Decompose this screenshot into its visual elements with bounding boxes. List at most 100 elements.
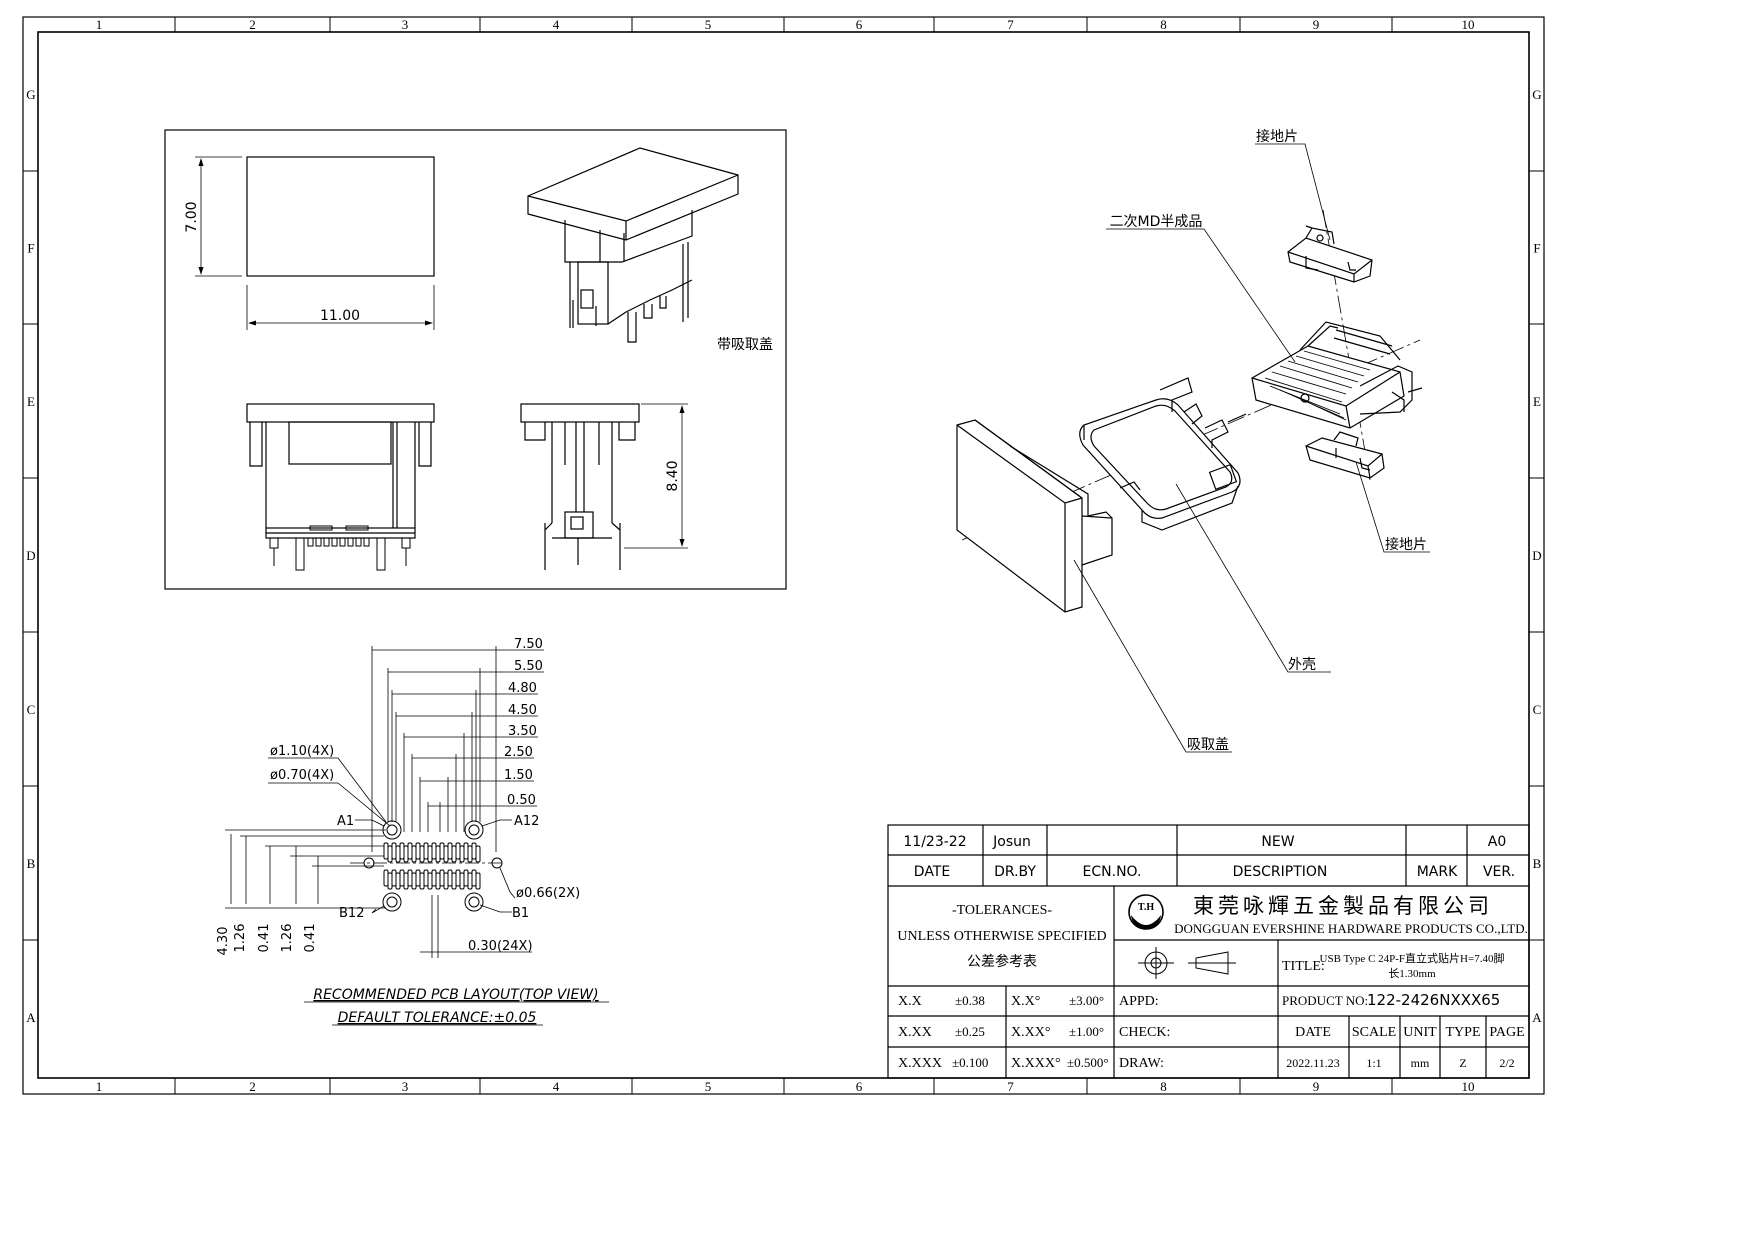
dim-1-50: 1.50 (504, 768, 533, 783)
row-label-right: F (1533, 241, 1540, 256)
vdim-4-30: 4.30 (216, 927, 231, 956)
pad-width-label: 0.30(24X) (468, 939, 533, 954)
tol-row3-a: X.XXX (898, 1056, 942, 1071)
smt-pad (435, 872, 441, 890)
rev-by: Josun (992, 834, 1031, 850)
pcb-caption: RECOMMENDED PCB LAYOUT(TOP VIEW) (313, 987, 598, 1003)
pin-a12-label: A12 (514, 814, 539, 829)
smt-pad (451, 872, 457, 890)
row-label-right: A (1532, 1010, 1542, 1025)
column-label-top: 2 (249, 17, 256, 32)
column-label-top: 3 (402, 17, 409, 32)
smt-pad (463, 869, 469, 887)
checked-label: CHECK: (1119, 1025, 1170, 1040)
smt-pad (475, 845, 481, 863)
title-label: TITLE: (1282, 959, 1325, 974)
iso-view (527, 147, 739, 343)
smt-pad (399, 842, 405, 860)
smt-pad (435, 845, 441, 863)
label-shell: 外壳 (1288, 656, 1316, 673)
holes-small-label: ø0.70(4X) (270, 768, 334, 783)
header-mark: MARK (1417, 864, 1458, 880)
column-label-bottom: 4 (553, 1079, 560, 1094)
header-description: DESCRIPTION (1233, 864, 1328, 880)
title-block-text: 11/23-22 Josun NEW A0 DATE DR.BY ECN.NO.… (897, 834, 1528, 1071)
tol-row2-a: X.XX (898, 1025, 932, 1040)
title-line-2: 长1.30mm (1388, 967, 1436, 980)
rev-version: A0 (1488, 834, 1506, 850)
column-label-bottom: 10 (1462, 1079, 1475, 1094)
column-label-bottom: 6 (856, 1079, 863, 1094)
smt-pad (467, 872, 473, 890)
tol-row1-c: X.X° (1011, 994, 1040, 1009)
column-label-bottom: 5 (705, 1079, 712, 1094)
company-logo: T.H (1128, 894, 1164, 930)
pin-b1-label: B1 (512, 906, 529, 921)
pcb-pads (363, 820, 503, 912)
smt-pad (447, 842, 453, 860)
rev-date: 11/23-22 (903, 834, 966, 850)
product-no: 122-2426NXXX65 (1367, 991, 1500, 1009)
pin-b12-label: B12 (339, 906, 364, 921)
smt-pad (443, 872, 449, 890)
smt-pad (403, 872, 409, 890)
column-label-bottom: 9 (1313, 1079, 1320, 1094)
product-no-label: PRODUCT NO: (1282, 993, 1368, 1008)
smt-pad (475, 872, 481, 890)
dim-height-8-40: 8.40 (665, 460, 681, 491)
company-name-cn: 東莞咏輝五金製品有限公司 (1193, 894, 1493, 918)
footer-date-label: DATE (1295, 1025, 1331, 1040)
dim-0-50: 0.50 (507, 793, 536, 808)
row-label-right: D (1532, 548, 1541, 563)
row-label-right: B (1533, 856, 1542, 871)
smt-pad (423, 842, 429, 860)
tol-row3-b: ±0.100 (952, 1055, 988, 1070)
smt-pad (423, 869, 429, 887)
dim-3-50: 3.50 (508, 724, 537, 739)
tolerance-title: -TOLERANCES- (952, 903, 1052, 918)
column-label-bottom: 1 (96, 1079, 103, 1094)
smt-pad (471, 869, 477, 887)
dim-7-50: 7.50 (514, 637, 543, 652)
smt-pad (471, 842, 477, 860)
tolerance-subtitle: UNLESS OTHERWISE SPECIFIED (897, 929, 1106, 944)
dim-4-50: 4.50 (508, 703, 537, 718)
cover-note: 带吸取盖 (717, 337, 773, 353)
pcb-dimension-lines (225, 646, 544, 958)
smt-pad (383, 842, 389, 860)
row-label-right: C (1533, 702, 1542, 717)
smt-pad (391, 842, 397, 860)
column-label-bottom: 8 (1160, 1079, 1167, 1094)
footer-unit-value: mm (1411, 1056, 1430, 1070)
smt-pad (395, 845, 401, 863)
column-label-bottom: 2 (249, 1079, 256, 1094)
smt-pad (451, 845, 457, 863)
approved-label: APPD: (1119, 994, 1159, 1009)
column-label-bottom: 7 (1007, 1079, 1014, 1094)
column-label-top: 8 (1160, 17, 1167, 32)
tol-row3-d: ±0.500° (1067, 1055, 1109, 1070)
column-label-top: 1 (96, 17, 103, 32)
column-label-bottom: 3 (402, 1079, 409, 1094)
exploded-view (956, 209, 1423, 613)
column-label-top: 5 (705, 17, 712, 32)
label-pickup-cap: 吸取盖 (1187, 737, 1229, 753)
smt-pad (411, 872, 417, 890)
smt-pad (391, 869, 397, 887)
footer-page-label: PAGE (1489, 1025, 1524, 1040)
projection-symbol-icon (1138, 947, 1236, 979)
smt-pad (407, 842, 413, 860)
dim-2-50: 2.50 (504, 745, 533, 760)
smt-pad (415, 869, 421, 887)
rev-description: NEW (1261, 834, 1294, 850)
label-ground-plate-top: 接地片 (1256, 128, 1298, 145)
footer-unit-label: UNIT (1403, 1025, 1437, 1040)
header-drawn-by: DR.BY (994, 864, 1036, 880)
row-label-right: G (1532, 87, 1541, 102)
pin-a1-label: A1 (337, 814, 354, 829)
company-name-en: DONGGUAN EVERSHINE HARDWARE PRODUCTS CO.… (1174, 921, 1528, 936)
row-label-left: B (27, 856, 36, 871)
smt-pad (427, 845, 433, 863)
pcb-dimension-texts: 7.50 5.50 4.80 4.50 3.50 2.50 1.50 0.50 … (216, 637, 599, 1026)
